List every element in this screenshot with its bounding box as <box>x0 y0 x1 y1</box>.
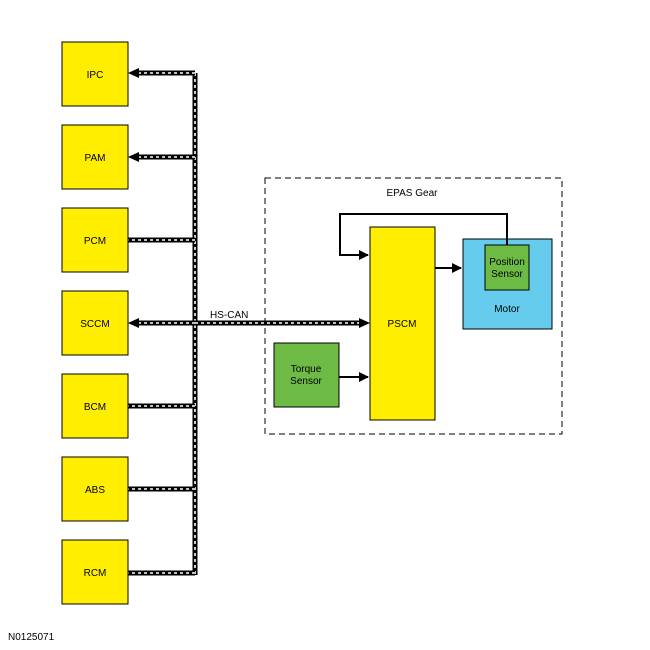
epas-gear-boundary <box>264 177 563 435</box>
module-label: IPC <box>87 70 104 81</box>
module-ipc: IPC <box>61 41 129 107</box>
hs-can-label: HS-CAN <box>210 310 248 321</box>
epas-gear-label: EPAS Gear <box>387 188 439 199</box>
torque-sensor-label-line2: Sensor <box>290 376 322 387</box>
module-bcm: BCM <box>61 373 129 439</box>
bus-branch-pscm <box>195 318 370 328</box>
module-pam: PAM <box>61 124 129 190</box>
module-label: PAM <box>85 153 106 164</box>
position-sensor-label-line1: Position <box>489 257 525 268</box>
bus-branch-sccm <box>128 318 195 328</box>
module-label: BCM <box>84 402 106 413</box>
position-sensor: Position Sensor <box>484 244 530 291</box>
torque-sensor-label-line1: Torque <box>291 364 322 375</box>
bus-branch-pam <box>128 152 195 162</box>
motor-label: Motor <box>494 304 520 315</box>
position-feedback-line <box>339 213 508 260</box>
module-pcm: PCM <box>61 207 129 273</box>
bus-branch-ipc <box>128 68 195 78</box>
module-label: RCM <box>84 568 107 579</box>
module-label: SCCM <box>80 319 109 330</box>
figure-id: N0125071 <box>8 632 55 643</box>
pscm-block: PSCM <box>369 226 436 421</box>
module-sccm: SCCM <box>61 290 129 356</box>
module-label: ABS <box>85 485 105 496</box>
position-sensor-label-line2: Sensor <box>491 269 523 280</box>
module-label: PCM <box>84 236 106 247</box>
module-abs: ABS <box>61 456 129 522</box>
pscm-label: PSCM <box>388 319 417 330</box>
torque-sensor: Torque Sensor <box>273 342 340 408</box>
module-rcm: RCM <box>61 539 129 605</box>
